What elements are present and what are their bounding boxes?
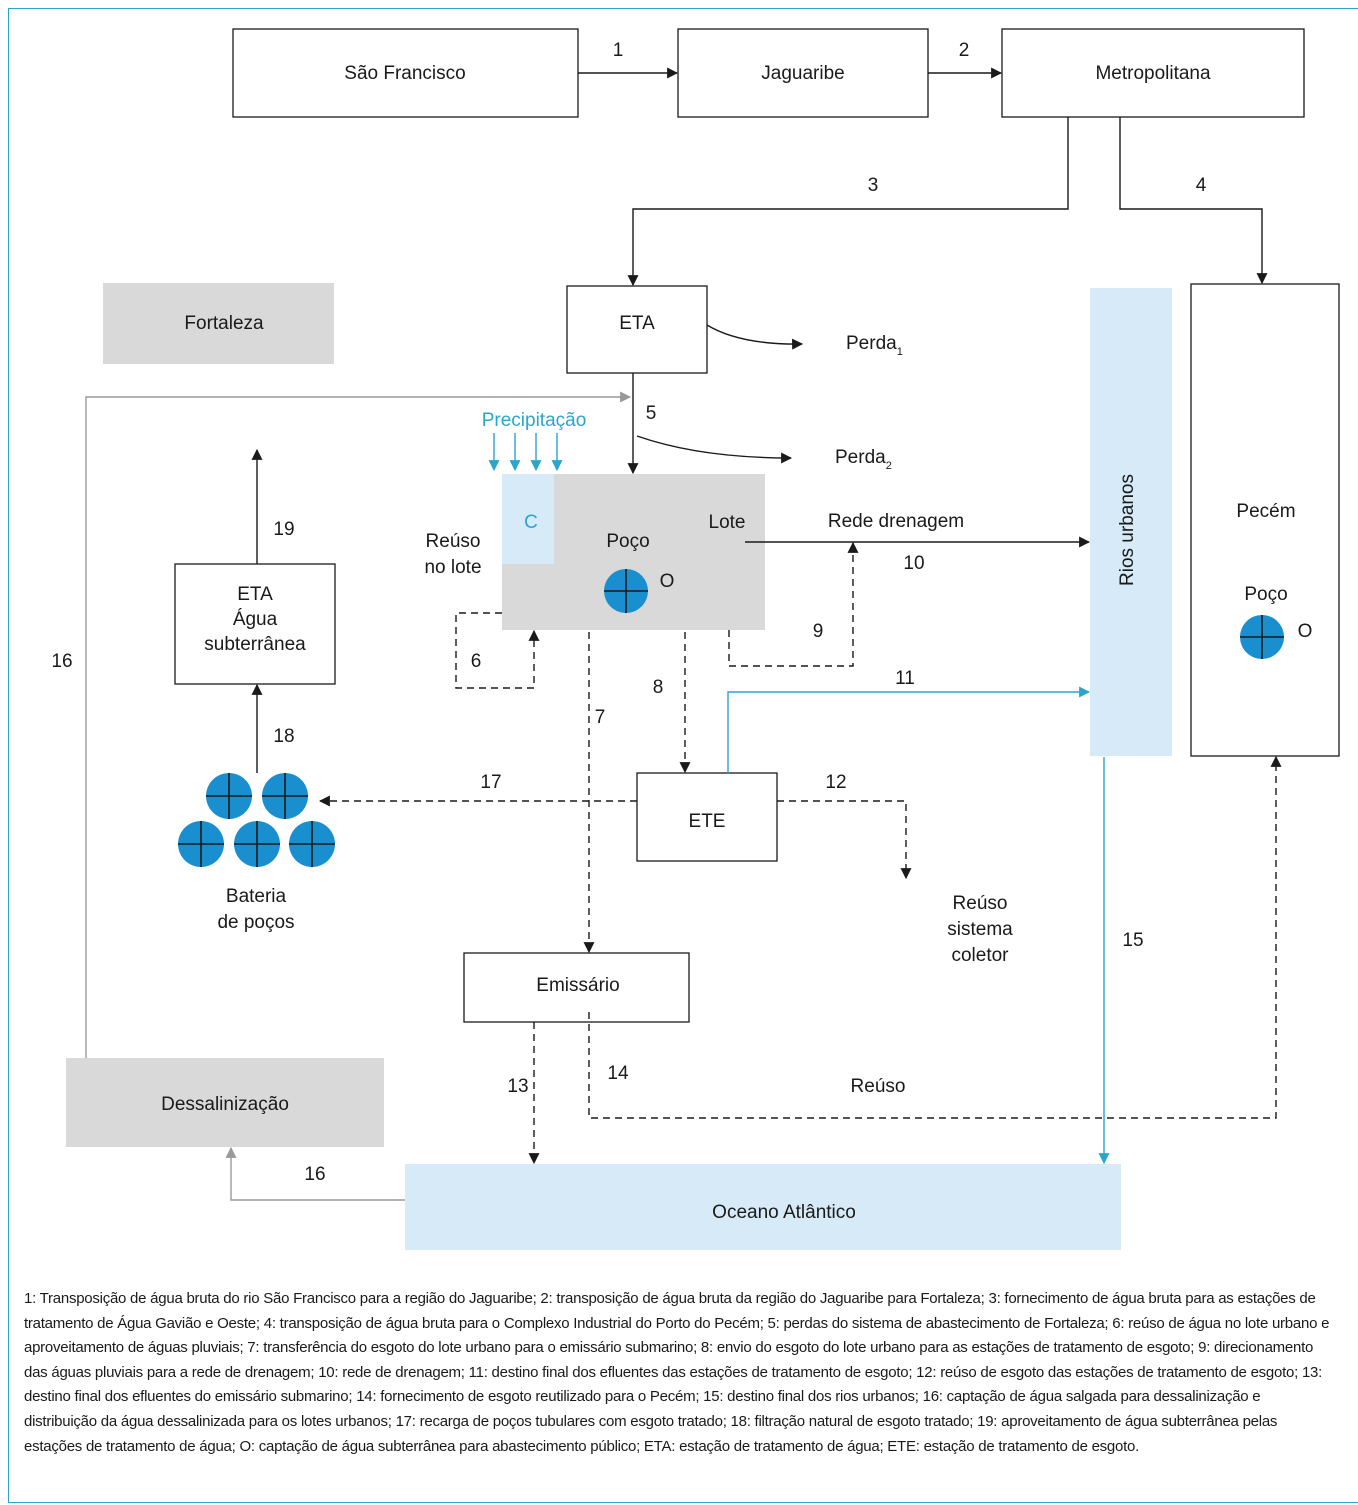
rede-drenagem-label: Rede drenagem	[828, 511, 964, 532]
flow-number: 7	[595, 707, 606, 728]
well-battery-icon	[178, 773, 335, 867]
precipitacao-label: Precipitação	[482, 410, 587, 431]
oceano-label: Oceano Atlântico	[712, 1202, 856, 1223]
emissario-label: Emissário	[536, 975, 619, 996]
reuso-sistema-line2: sistema	[947, 919, 1013, 940]
box-pecem: Pecém Poço	[1190, 283, 1340, 757]
eta-sub-line1: ETA	[237, 584, 273, 605]
flow-number: 1	[613, 40, 624, 61]
metropolitana-label: Metropolitana	[1095, 63, 1211, 84]
flow-9-arrow	[728, 541, 859, 667]
flow-4-arrow	[1119, 117, 1268, 285]
pecem-label: Pecém	[1236, 501, 1295, 522]
flow-number: 3	[868, 175, 879, 196]
perda1-arrow	[706, 324, 804, 350]
box-eta: ETA	[566, 285, 708, 374]
water-flow-diagram: São Francisco Jaguaribe Metropolitana Fo…	[51, 28, 1340, 1250]
reuso-label: Reúso	[851, 1076, 906, 1097]
box-emissario: Emissário	[463, 952, 690, 1023]
flow-number: 11	[895, 668, 915, 689]
box-sao-francisco: São Francisco	[232, 28, 579, 118]
box-dessalinizacao: Dessalinização	[66, 1058, 384, 1147]
flow-number: 5	[646, 403, 657, 424]
box-oceano: Oceano Atlântico	[405, 1164, 1121, 1250]
flow-numbers: 1 2 3 4 5 6 7 8 9 10 11 12 13 14 15 16 1…	[51, 40, 1206, 1185]
flow-6-arrow	[455, 612, 540, 689]
well-pecem-icon	[1240, 615, 1284, 659]
box-metropolitana: Metropolitana	[1001, 28, 1305, 118]
flow-number: 10	[903, 553, 924, 574]
box-jaguaribe: Jaguaribe	[677, 28, 929, 118]
box-ete: ETE	[636, 772, 778, 862]
battery-well-icon	[178, 821, 224, 867]
cistern-box	[502, 474, 554, 564]
battery-well-icon	[262, 773, 308, 819]
rios-urbanos-label: Rios urbanos	[1117, 474, 1138, 586]
box-rios-urbanos: Rios urbanos	[1090, 288, 1172, 756]
flow-number: 6	[471, 651, 482, 672]
flow-number: 17	[480, 772, 501, 793]
battery-well-icon	[289, 821, 335, 867]
dessalinizacao-label: Dessalinização	[161, 1094, 289, 1115]
flow-number: 14	[607, 1063, 629, 1084]
lote-poco-label: Poço	[606, 531, 649, 552]
flow-number: 15	[1122, 930, 1143, 951]
perda2-label: Perda2	[835, 447, 892, 472]
box-eta-subterranea: ETA Água subterrânea	[174, 563, 336, 685]
cistern-label: C	[524, 512, 538, 533]
flow-number: 2	[959, 40, 970, 61]
eta-sub-line2: Água	[233, 609, 278, 630]
flow-3-arrow	[627, 117, 1069, 287]
flow-16-return-arrow	[85, 391, 632, 1058]
ete-label: ETE	[689, 811, 726, 832]
bateria-line2: de poços	[217, 912, 294, 933]
flow-number: 4	[1196, 175, 1207, 196]
reuso-sistema-line1: Reúso	[953, 893, 1008, 914]
flow-number: 19	[273, 519, 294, 540]
eta-label: ETA	[619, 313, 655, 334]
box-fortaleza: Fortaleza	[103, 283, 334, 364]
perda2-arrow	[636, 435, 793, 464]
lote-label: Lote	[709, 512, 746, 533]
pecem-zero-label: O	[1298, 621, 1313, 642]
bateria-line1: Bateria	[226, 886, 287, 907]
eta-sub-line3: subterrânea	[204, 634, 306, 655]
sao-francisco-label: São Francisco	[344, 63, 465, 84]
fortaleza-label: Fortaleza	[184, 313, 264, 334]
flow-number: 8	[653, 677, 664, 698]
lote-zero-label: O	[660, 571, 675, 592]
flow-14-arrow	[588, 755, 1282, 1119]
figure-caption: 1: Transposição de água bruta do rio São…	[24, 1290, 1330, 1455]
flow-number: 13	[507, 1076, 528, 1097]
jaguaribe-label: Jaguaribe	[761, 63, 844, 84]
well-lote-icon	[604, 569, 648, 613]
reuso-sistema-line3: coletor	[951, 945, 1009, 966]
reuso-lote-line2: no lote	[424, 557, 481, 578]
flow-11-arrow	[727, 686, 1091, 773]
perda1-label: Perda1	[846, 333, 903, 358]
battery-well-icon	[234, 821, 280, 867]
flow-16-intake-arrow	[225, 1146, 405, 1201]
figure-frame	[8, 8, 1358, 1503]
flow-number: 12	[825, 772, 846, 793]
flow-number: 9	[813, 621, 824, 642]
battery-well-icon	[206, 773, 252, 819]
reuso-lote-line1: Reúso	[426, 531, 481, 552]
flow-number: 18	[273, 726, 294, 747]
pecem-poco-label: Poço	[1244, 584, 1287, 605]
flow-12-arrow	[777, 800, 912, 880]
flow-number: 16	[51, 651, 72, 672]
flow-number: 16	[304, 1164, 325, 1185]
precipitation-arrows-icon	[488, 433, 563, 472]
